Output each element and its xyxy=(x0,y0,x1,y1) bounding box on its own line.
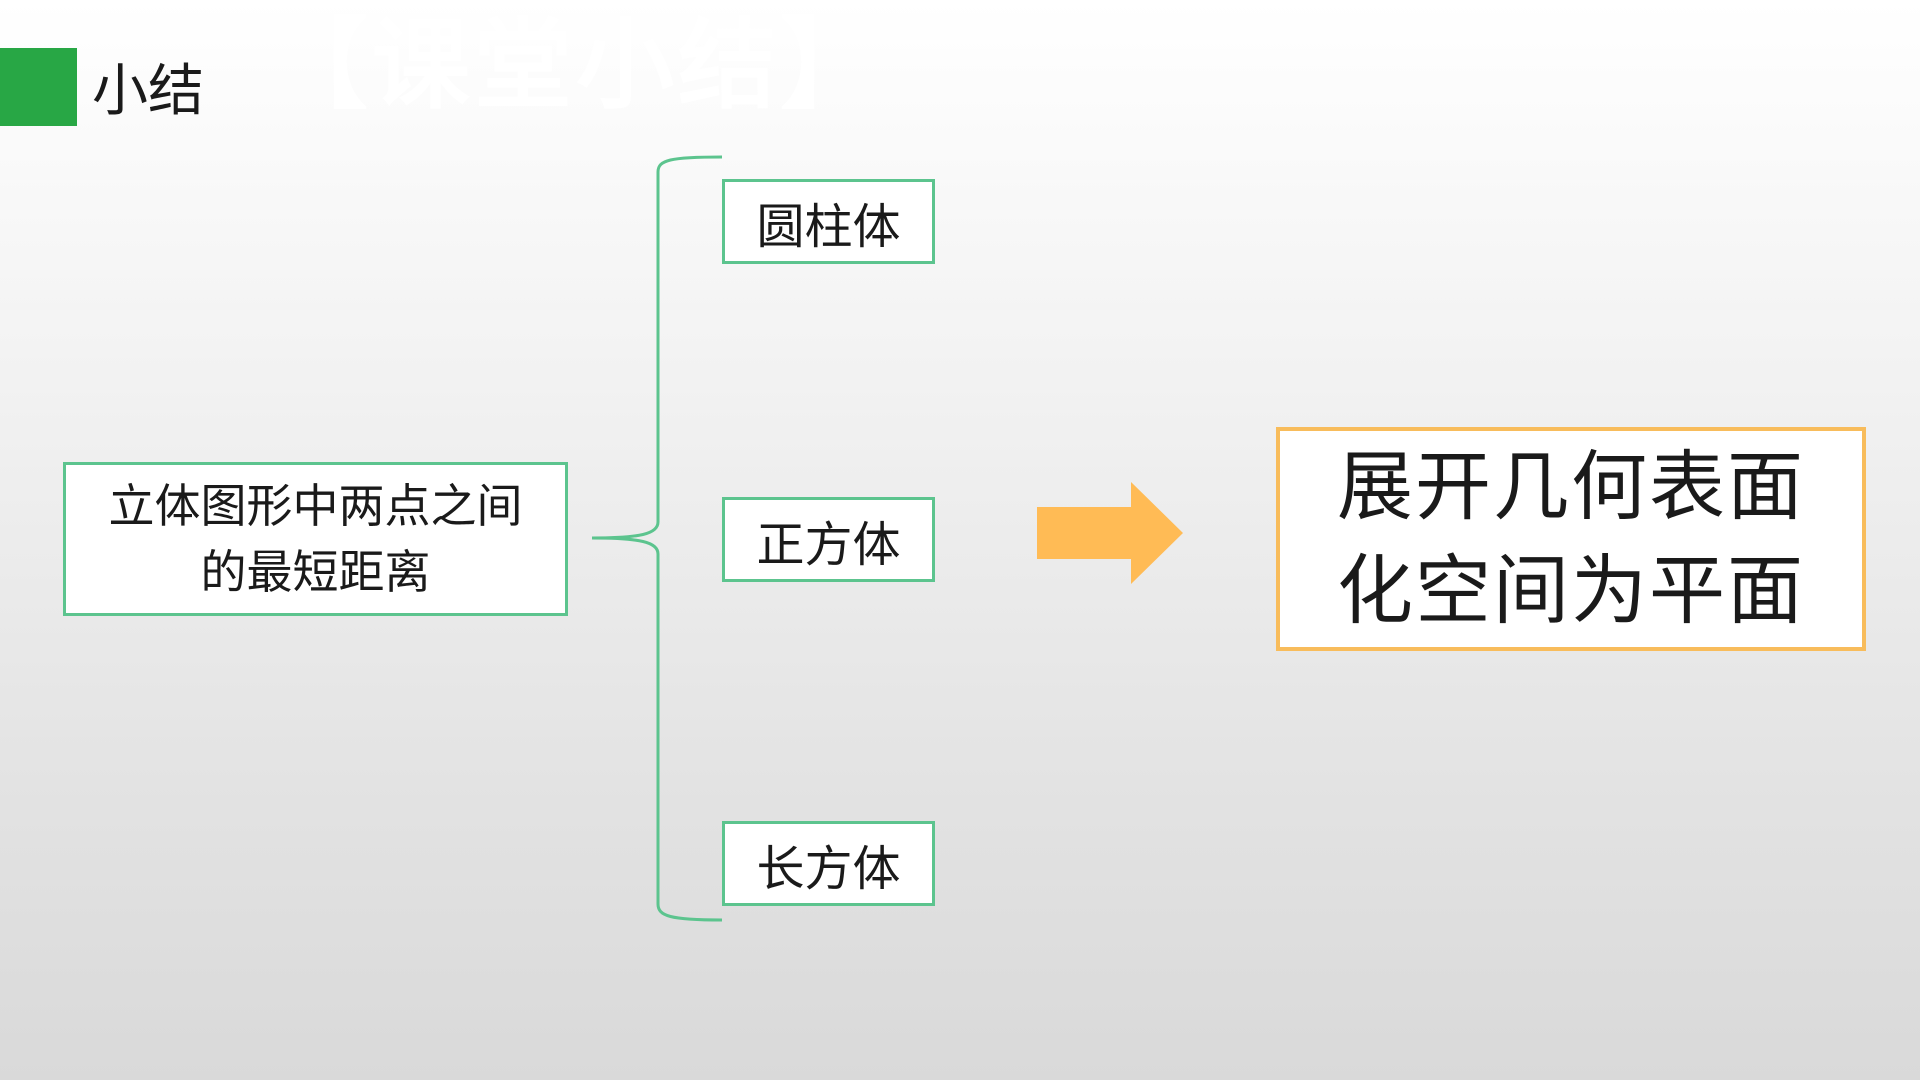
source-concept-box: 立体图形中两点之间 的最短距离 xyxy=(63,462,568,616)
page-title: 小结 xyxy=(92,59,204,124)
source-line-1: 立体图形中两点之间 xyxy=(108,479,523,533)
watermark-title: 【课堂小结】 xyxy=(270,9,883,123)
result-concept-box: 展开几何表面 化空间为平面 xyxy=(1276,427,1866,651)
result-line-2: 化空间为平面 xyxy=(1337,546,1805,635)
shape-box-cube: 正方体 xyxy=(722,497,935,582)
shape-box-cuboid: 长方体 xyxy=(722,821,935,906)
result-line-1: 展开几何表面 xyxy=(1337,442,1805,531)
source-line-2: 的最短距离 xyxy=(200,545,431,599)
shape-box-cylinder: 圆柱体 xyxy=(722,179,935,264)
title-accent-bar xyxy=(0,48,77,126)
curly-brace xyxy=(591,155,723,922)
right-arrow-icon xyxy=(1037,482,1183,584)
